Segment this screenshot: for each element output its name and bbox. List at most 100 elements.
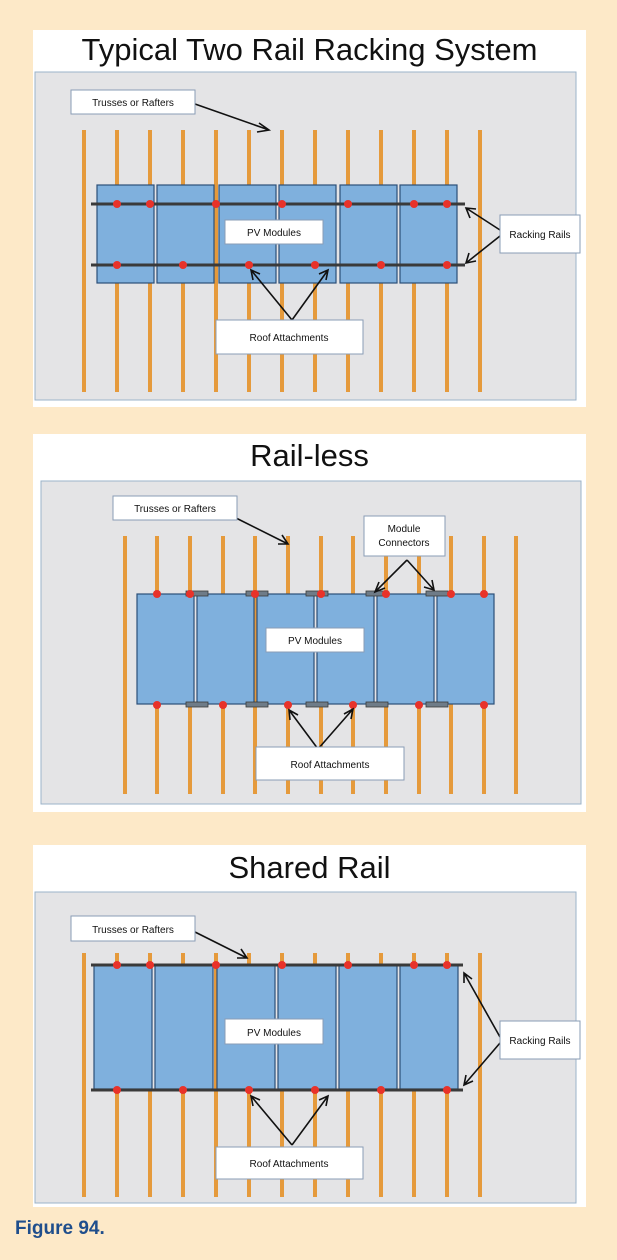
roof-attachment xyxy=(443,1086,451,1094)
module-connector xyxy=(245,701,269,708)
roof-attachment xyxy=(415,701,423,709)
roof-attachment xyxy=(447,590,455,598)
roof-attachment xyxy=(284,701,292,709)
label-rafters: Trusses or Rafters xyxy=(112,495,238,521)
arrow-icon xyxy=(373,559,408,594)
roof-attachment xyxy=(377,261,385,269)
arrow-icon xyxy=(288,708,319,750)
label-rails: Racking Rails xyxy=(499,214,581,254)
roof-attachment xyxy=(153,590,161,598)
panel-shared-rail: Shared Rail xyxy=(33,845,586,1207)
diagram-shared-rail: Trusses or Rafters PV Modules Racking Ra… xyxy=(34,891,581,1204)
module-connector xyxy=(185,590,209,597)
label-connectors-line1: Module xyxy=(388,524,421,535)
pv-module xyxy=(154,964,214,1090)
roof-attachment xyxy=(349,701,357,709)
label-modules: PV Modules xyxy=(224,1018,324,1045)
label-rails: Racking Rails xyxy=(499,1020,581,1060)
panel-title: Typical Two Rail Racking System xyxy=(81,32,538,67)
label-modules-text: PV Modules xyxy=(247,228,301,239)
label-modules: PV Modules xyxy=(224,219,324,245)
module-connector xyxy=(305,590,329,597)
rafter xyxy=(478,130,482,392)
figure-caption: Figure 94. xyxy=(15,1218,105,1239)
arrow-icon xyxy=(249,268,293,321)
roof-attachment xyxy=(245,1086,253,1094)
roof-attachment xyxy=(344,200,352,208)
arrow-icon xyxy=(464,207,501,231)
pv-module xyxy=(196,593,255,705)
diagram-rail-less: Trusses or Rafters Module Connectors PV … xyxy=(40,480,582,805)
label-attachments-text: Roof Attachments xyxy=(250,333,329,344)
pv-module xyxy=(436,593,495,705)
panel-title: Shared Rail xyxy=(228,850,391,885)
pv-module xyxy=(93,964,153,1090)
roof-attachment xyxy=(278,200,286,208)
rafter xyxy=(123,536,127,794)
label-modules-text: PV Modules xyxy=(288,636,342,647)
roof-attachment xyxy=(382,590,390,598)
arrow-icon xyxy=(194,931,249,959)
rafter xyxy=(514,536,518,794)
pv-module xyxy=(399,964,459,1090)
roof-attachment xyxy=(251,590,259,598)
roof-attachment xyxy=(443,261,451,269)
label-modules: PV Modules xyxy=(265,627,365,653)
label-attachments: Roof Attachments xyxy=(255,746,405,781)
roof-attachments xyxy=(113,961,451,1094)
roof-attachment xyxy=(113,961,121,969)
arrow-icon xyxy=(291,268,330,321)
roof-attachment xyxy=(410,200,418,208)
roof-attachment xyxy=(212,961,220,969)
arrow-icon xyxy=(249,1094,293,1146)
roof-attachments xyxy=(113,200,451,269)
pv-module xyxy=(376,593,435,705)
module-connector xyxy=(425,590,449,597)
label-rafters-text: Trusses or Rafters xyxy=(92,98,174,109)
module-connector xyxy=(365,701,389,708)
pv-module xyxy=(338,964,398,1090)
roof-attachment xyxy=(278,961,286,969)
arrows xyxy=(194,103,501,321)
arrow-icon xyxy=(317,707,355,750)
label-rails-text: Racking Rails xyxy=(509,230,570,241)
arrow-icon xyxy=(464,235,501,265)
roof-attachment xyxy=(179,261,187,269)
label-attachments-text: Roof Attachments xyxy=(291,760,370,771)
roof-attachment xyxy=(443,961,451,969)
label-connectors-line2: Connectors xyxy=(378,538,429,549)
pv-module xyxy=(136,593,195,705)
roof-attachment xyxy=(113,1086,121,1094)
roof-attachment xyxy=(443,200,451,208)
roof-attachment xyxy=(146,961,154,969)
panel-two-rail: Typical Two Rail Racking System xyxy=(33,30,586,407)
module-connector xyxy=(305,701,329,708)
roof-attachment xyxy=(344,961,352,969)
label-modules-text: PV Modules xyxy=(247,1028,301,1039)
roof-attachment xyxy=(153,701,161,709)
roof-attachment xyxy=(480,701,488,709)
rafter xyxy=(82,953,86,1197)
rafter xyxy=(214,953,218,1197)
roof-attachment xyxy=(146,200,154,208)
rafter xyxy=(82,130,86,392)
arrow-icon xyxy=(194,103,272,133)
pv-module xyxy=(339,184,398,284)
arrow-icon xyxy=(235,517,290,545)
roof-attachment xyxy=(179,1086,187,1094)
roof-attachment xyxy=(186,590,194,598)
label-rafters: Trusses or Rafters xyxy=(70,915,196,942)
module-connector xyxy=(185,701,209,708)
arrows xyxy=(194,931,501,1146)
label-rafters-text: Trusses or Rafters xyxy=(134,504,216,515)
label-rafters: Trusses or Rafters xyxy=(70,89,196,115)
arrow-icon xyxy=(406,559,436,592)
label-connectors: Module Connectors xyxy=(363,515,446,557)
roof-attachment xyxy=(212,200,220,208)
arrows xyxy=(235,517,436,750)
label-attachments-text: Roof Attachments xyxy=(250,1159,329,1170)
roof-attachment xyxy=(410,961,418,969)
label-rails-text: Racking Rails xyxy=(509,1036,570,1047)
pv-module xyxy=(156,184,215,284)
roof-attachment xyxy=(113,261,121,269)
